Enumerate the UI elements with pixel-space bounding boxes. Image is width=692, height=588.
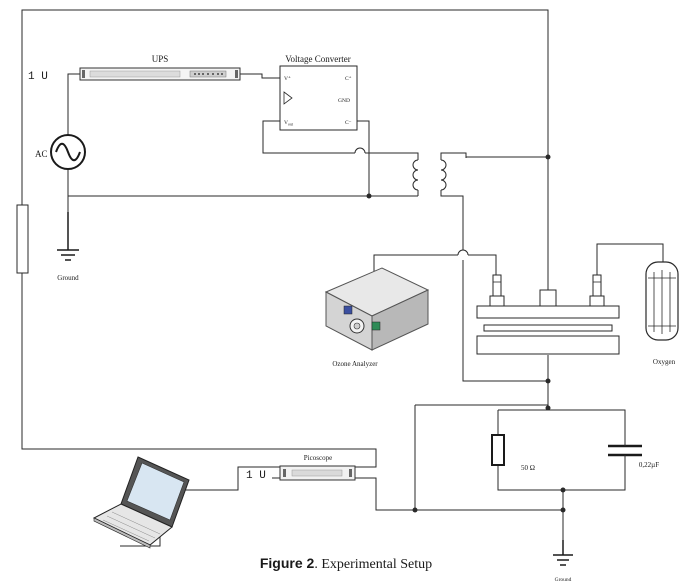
picoscope-label: Picoscope [304,454,332,462]
ground-left-label: Ground [57,274,79,282]
caption-prefix: Figure 2 [260,555,315,571]
vc-c-plus-label: C⁺ [345,76,352,82]
vc-c-minus-label: C⁻ [345,120,352,126]
plasma-reactor [476,274,620,355]
ground-bottom-label: Ground [555,577,572,583]
figure-caption: Figure 2. Experimental Setup [260,555,432,572]
ups-label: UPS [152,54,169,64]
caption-text: . Experimental Setup [314,557,432,572]
capacitor-value-label: 0,22µF [639,461,659,469]
vc-vout-label: V [284,120,288,126]
ozone-analyzer-icon [324,267,430,351]
ups-unit: UPS [79,54,241,81]
svg-text:Vout: Vout [284,120,294,127]
vc-v-plus-label: V⁺ [284,76,291,82]
left-resistor [16,204,29,274]
laptop-icon [92,456,190,549]
rack-unit-label-bottom: 1 U [246,470,266,482]
voltage-converter: Voltage Converter V⁺ C⁺ GND Vout C⁻ [279,54,358,131]
ac-source-icon [50,134,86,170]
oxygen-label: Oxygen [653,358,676,366]
vc-gnd-label: GND [338,98,350,104]
resistor-icon [491,434,505,466]
ground-icon [57,212,79,261]
transformer-icon [412,159,447,191]
ground-icon [553,540,573,566]
oxygen-cylinder-icon [645,261,679,341]
voltage-converter-label: Voltage Converter [285,54,351,64]
vc-vout-subscript: out [288,122,294,127]
ozone-analyzer-label: Ozone Analyzer [332,360,378,368]
junction-dots [366,154,566,513]
picoscope-unit: Picoscope [279,454,356,481]
capacitor-icon [608,444,642,457]
ac-label: AC [35,149,48,159]
rack-unit-label-top: 1 U [28,71,48,83]
resistor-value-label: 50 Ω [521,464,535,472]
